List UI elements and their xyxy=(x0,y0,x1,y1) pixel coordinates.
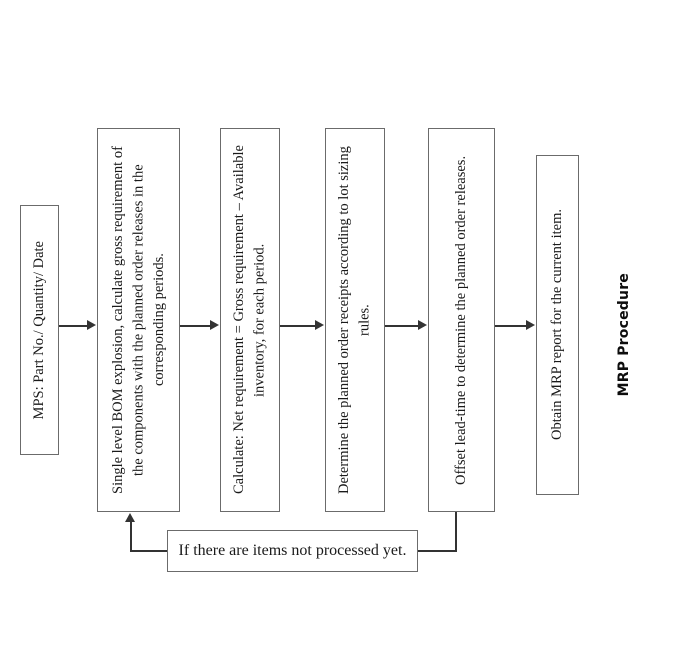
feedback-arrow-head-icon xyxy=(125,513,135,522)
decision-box-items-not-processed: If there are items not processed yet. xyxy=(167,530,418,572)
process-box-offset-lead-time: Offset lead-time to determine the planne… xyxy=(428,128,495,512)
process-box-net-requirement: Calculate: Net requirement = Gross requi… xyxy=(220,128,280,512)
arrow-mps-to-bom-line xyxy=(59,325,88,327)
arrow-offset-to-report-line xyxy=(495,325,527,327)
process-box-planned-order-receipts: Determine the planned order receipts acc… xyxy=(325,128,385,512)
process-box-planned-order-receipts-label: Determine the planned order receipts acc… xyxy=(336,146,373,494)
process-box-mrp-report: Obtain MRP report for the current item. xyxy=(536,155,579,495)
arrow-mps-to-bom-head-icon xyxy=(87,320,96,330)
arrow-receipts-to-offset-line xyxy=(385,325,419,327)
process-box-mps: MPS: Part No./ Quantity/ Date xyxy=(20,205,59,455)
arrow-offset-to-report-head-icon xyxy=(526,320,535,330)
process-box-bom-explosion-label: Single level BOM explosion, calculate gr… xyxy=(109,146,167,494)
arrow-bom-to-netreq-head-icon xyxy=(210,320,219,330)
arrow-netreq-to-receipts-line xyxy=(280,325,316,327)
diagram-caption: MRP Procedure xyxy=(612,255,636,415)
process-box-mps-label: MPS: Part No./ Quantity/ Date xyxy=(31,240,48,420)
feedback-line-left-to-loop-box xyxy=(418,550,457,552)
process-box-offset-lead-time-label: Offset lead-time to determine the planne… xyxy=(453,155,470,485)
diagram-caption-text: MRP Procedure xyxy=(616,273,632,397)
feedback-line-left-from-loop-box xyxy=(130,550,168,552)
decision-box-items-not-processed-label: If there are items not processed yet. xyxy=(178,541,407,559)
process-box-net-requirement-label: Calculate: Net requirement = Gross requi… xyxy=(231,145,268,495)
process-box-mrp-report-label: Obtain MRP report for the current item. xyxy=(549,209,566,441)
arrow-netreq-to-receipts-head-icon xyxy=(315,320,324,330)
feedback-line-down-from-offset xyxy=(455,512,457,552)
process-box-bom-explosion: Single level BOM explosion, calculate gr… xyxy=(97,128,180,512)
arrow-bom-to-netreq-line xyxy=(180,325,211,327)
arrow-receipts-to-offset-head-icon xyxy=(418,320,427,330)
feedback-line-up-to-bom xyxy=(130,522,132,551)
